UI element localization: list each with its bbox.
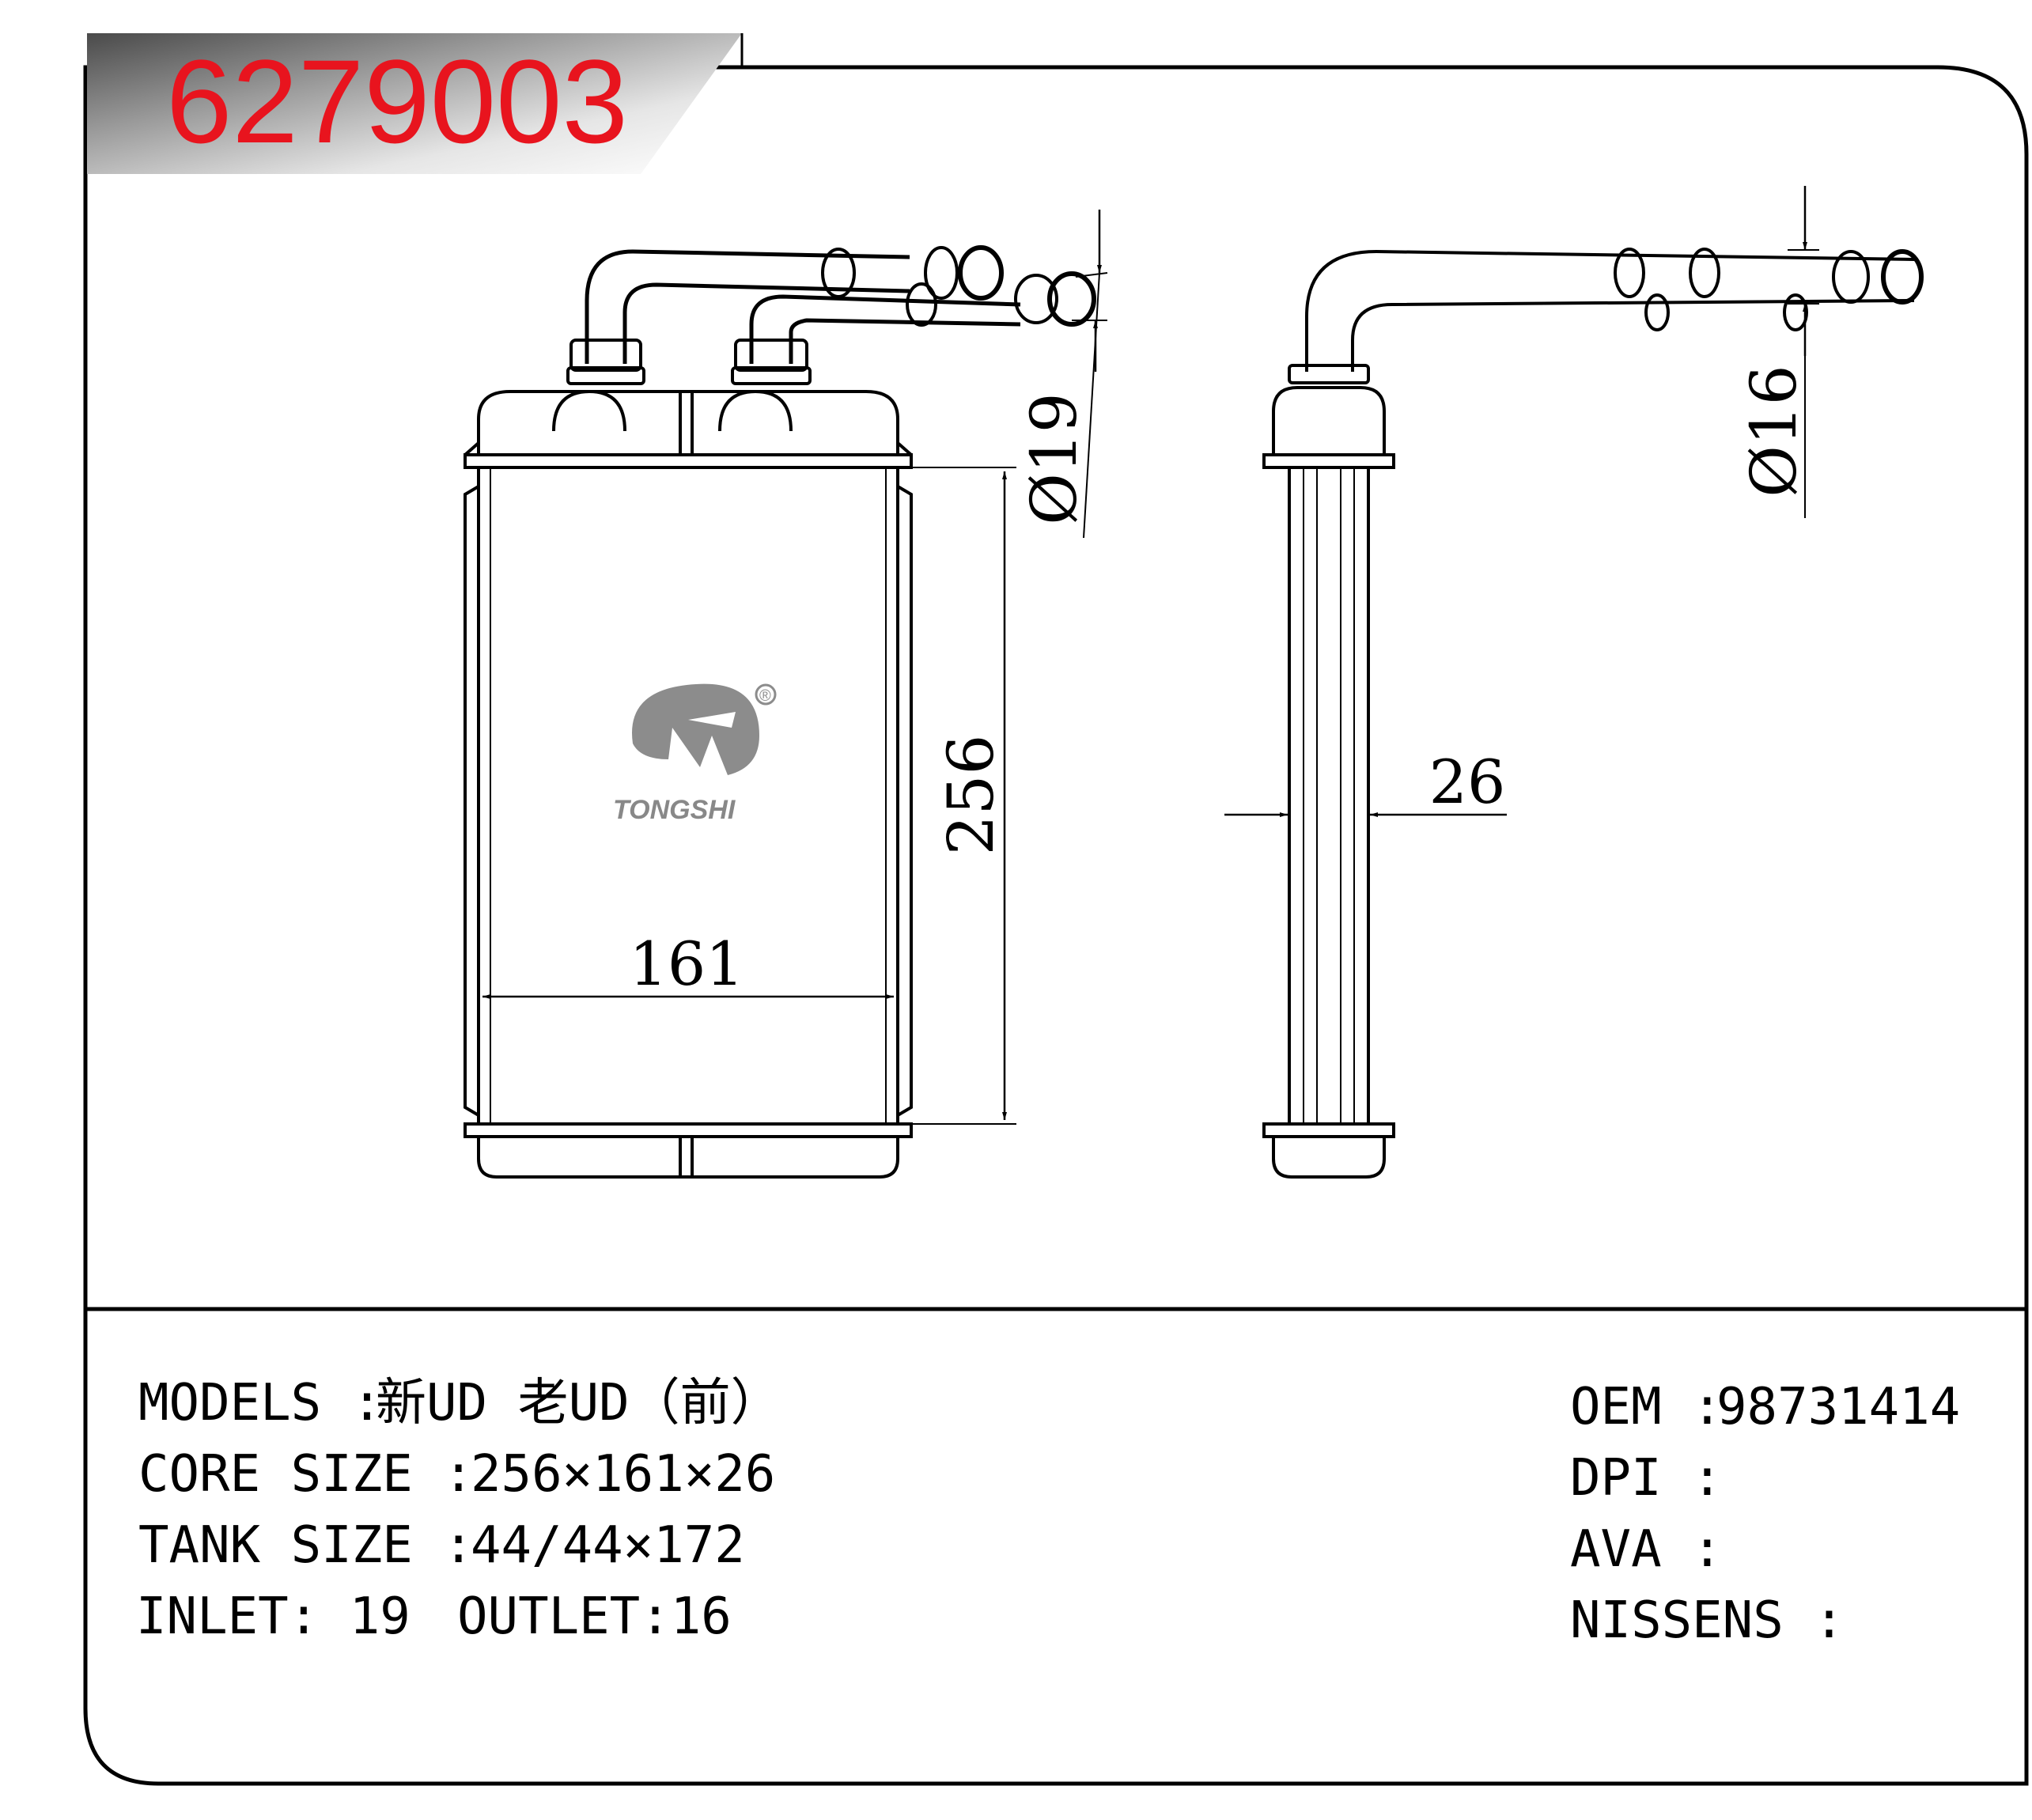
code-banner: 6279003 — [87, 33, 744, 174]
side-view — [1262, 248, 1924, 1179]
registered-mark: ® — [759, 687, 771, 705]
front-view — [464, 245, 1096, 1179]
spec-models-value: 新UD 老UD（前） — [376, 1374, 781, 1432]
spec-oem-label: OEM : — [1570, 1378, 1723, 1436]
dim-inlet: Ø19 — [1017, 210, 1108, 539]
top-tank — [477, 390, 899, 455]
part-code: 6279003 — [166, 35, 628, 168]
bottom-tank — [477, 1137, 899, 1179]
dim-height: 256 — [902, 467, 1016, 1125]
dim-inlet-label: Ø19 — [1017, 392, 1091, 524]
spec-right: OEM : 98731414 DPI : AVA : NISSENS : — [1570, 1378, 1960, 1650]
spec-core-label: CORE SIZE : — [138, 1445, 474, 1504]
outer-frame — [83, 65, 2029, 1786]
dim-height-label: 256 — [934, 735, 1008, 856]
spec-outlet-label: OUTLET:16 — [457, 1587, 732, 1646]
dim-outlet-label: Ø16 — [1737, 365, 1811, 497]
dim-outlet: Ø16 — [1737, 186, 1819, 518]
spec-ava-label: AVA : — [1570, 1520, 1723, 1579]
inlet-pipe — [566, 245, 1004, 385]
spec-tank-label: TANK SIZE : — [138, 1516, 474, 1575]
brand-logo: ® TONGSHI — [613, 683, 777, 825]
spec-tank-value: 44/44×172 — [471, 1516, 745, 1575]
dim-width: 161 — [482, 929, 894, 999]
spec-dpi-label: DPI : — [1570, 1449, 1723, 1508]
dim-depth-label: 26 — [1429, 747, 1506, 817]
side-core — [1288, 466, 1370, 1126]
side-pipe — [1305, 249, 1915, 372]
brand-name: TONGSHI — [613, 795, 736, 825]
dim-depth: 26 — [1224, 747, 1507, 817]
spec-nissens-label: NISSENS : — [1570, 1591, 1845, 1650]
dim-width-label: 161 — [629, 929, 744, 999]
outlet-pipe — [731, 271, 1096, 385]
spec-left: MODELS : 新UD 老UD（前） CORE SIZE : 256×161×… — [136, 1374, 781, 1646]
spec-models-label: MODELS : — [138, 1374, 382, 1432]
spec-oem-value: 98731414 — [1716, 1378, 1960, 1436]
spec-core-value: 256×161×26 — [471, 1445, 775, 1504]
spec-inlet-label: INLET: 19 — [136, 1587, 411, 1646]
